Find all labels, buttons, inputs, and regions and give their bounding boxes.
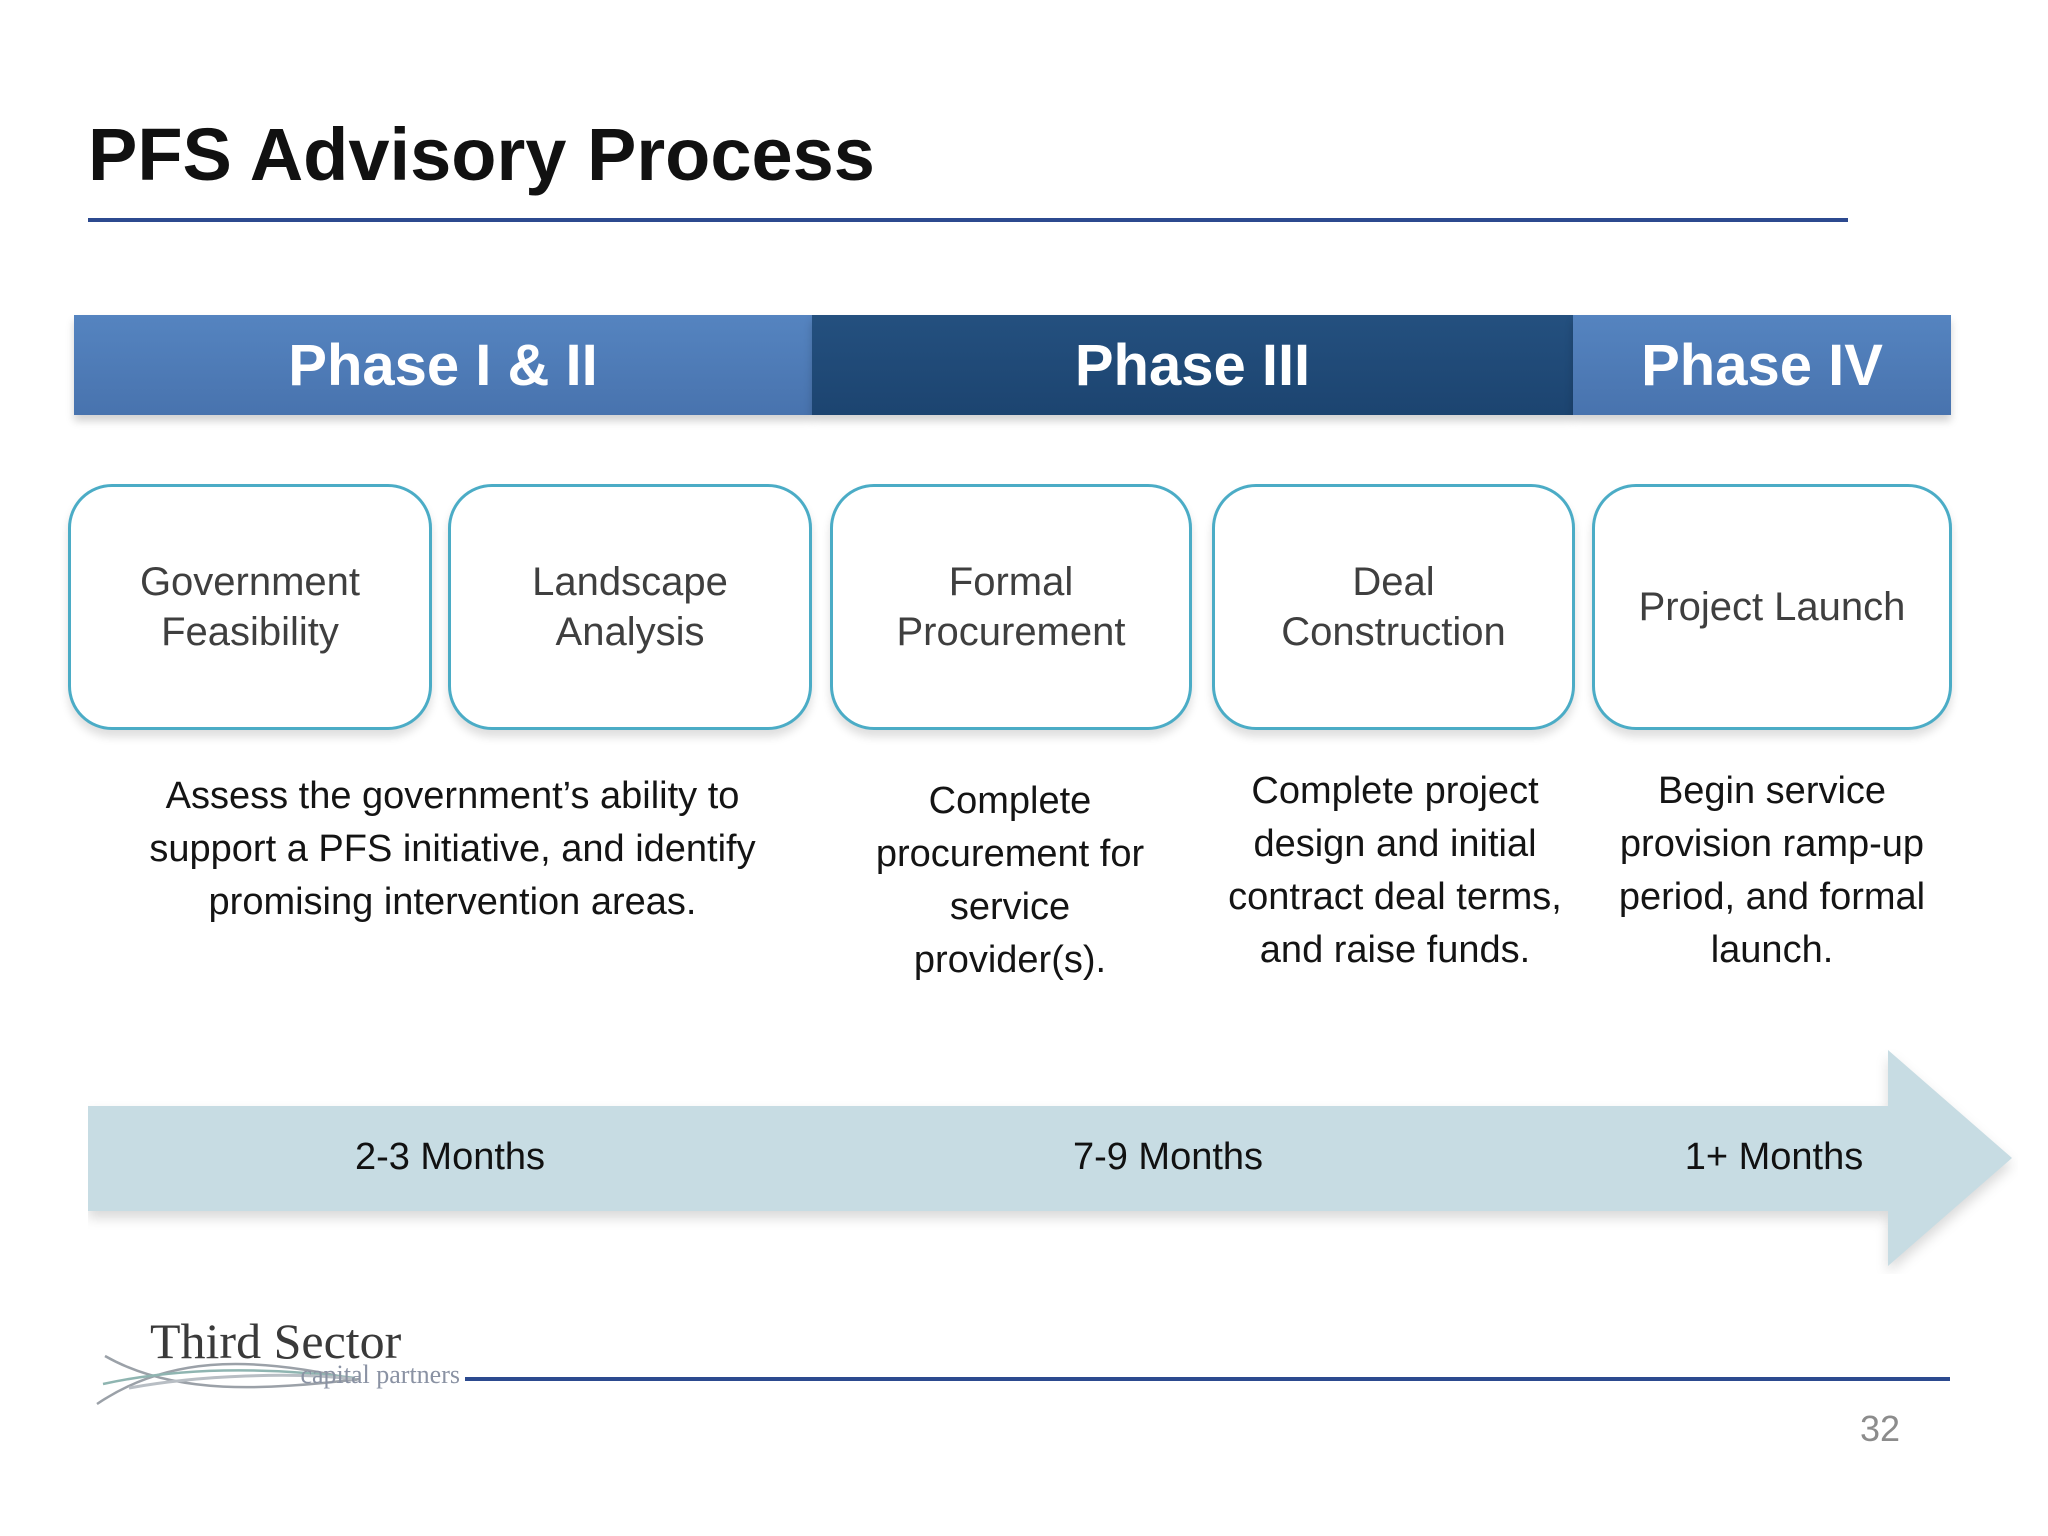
step-label: Government Feasibility: [139, 560, 361, 654]
step-label: Deal Construction: [1281, 560, 1506, 654]
step-label: Project Launch: [1638, 585, 1906, 629]
phase-label: Phase III: [1074, 332, 1311, 398]
duration-label-phase-3: 7-9 Months: [1072, 1136, 1264, 1178]
step-box-government-feasibility: Government Feasibility: [68, 484, 432, 730]
phase-description-deal: Complete project design and initial cont…: [1228, 770, 1562, 971]
phase-description-launch: Begin service provision ramp-up period, …: [1618, 770, 1926, 971]
phase-description-procurement: Complete procurement for service provide…: [875, 780, 1145, 981]
timeline-arrow: [88, 1050, 2012, 1266]
phase-segment-1-2: Phase I & II: [74, 315, 812, 415]
step-box-project-launch: Project Launch: [1592, 484, 1952, 730]
phase-label: Phase IV: [1641, 332, 1883, 398]
phase-label: Phase I & II: [288, 332, 598, 398]
step-box-deal-construction: Deal Construction: [1212, 484, 1575, 730]
logo-title: Third Sector: [150, 1313, 402, 1369]
page-number: 32: [1859, 1408, 1901, 1449]
logo-swoosh-icon: [96, 1354, 361, 1406]
phase-segment-3: Phase III: [812, 315, 1573, 415]
page-title: PFS Advisory Process: [88, 113, 875, 196]
step-label: Landscape Analysis: [532, 560, 728, 654]
step-label: Formal Procurement: [896, 560, 1126, 654]
duration-label-phase-1-2: 2-3 Months: [354, 1136, 546, 1178]
logo-subtitle: capital partners: [300, 1360, 460, 1389]
phase-segment-4: Phase IV: [1573, 315, 1951, 415]
step-box-landscape-analysis: Landscape Analysis: [448, 484, 812, 730]
title-underline: [88, 218, 1848, 222]
duration-label-phase-4: 1+ Months: [1684, 1136, 1864, 1178]
step-box-formal-procurement: Formal Procurement: [830, 484, 1192, 730]
phase-description-feasibility: Assess the government’s ability to suppo…: [149, 775, 756, 923]
footer-rule: [465, 1377, 1950, 1381]
